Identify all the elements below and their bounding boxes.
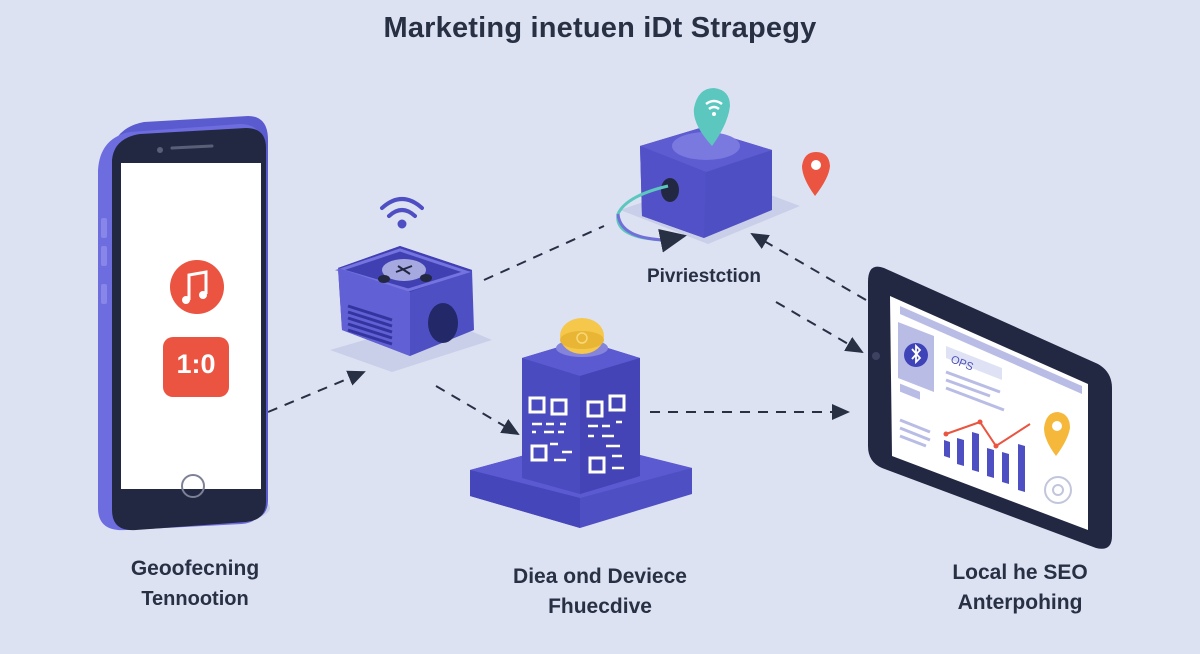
location-pin-icon: [1044, 412, 1070, 456]
label-geofencing: Geoofecning Tennootion: [80, 554, 310, 614]
label-local-seo-line2: Anterpohing: [957, 591, 1083, 614]
music-note-icon: [170, 260, 224, 314]
bluetooth-icon: [904, 343, 928, 367]
tablet-screen: [890, 296, 1088, 530]
label-data-device-line2: Fhuecdive: [548, 595, 652, 618]
arrow-hub-to-tablet: [775, 301, 864, 354]
label-hub: Pivriestction: [646, 266, 762, 287]
label-data-device-line1: Diea ond Deviece: [513, 565, 687, 588]
wifi-pin-icon: [693, 88, 730, 146]
beacon-device: [330, 197, 492, 372]
wifi-icon: [380, 197, 424, 229]
camera-lens: [428, 303, 458, 343]
speaker-grille: [347, 304, 393, 346]
arrow-beacon-to-qr: [435, 385, 520, 436]
gear-icon: [1044, 476, 1072, 504]
tablet-device: OPS: [868, 266, 1112, 549]
timer-badge: [163, 337, 229, 397]
page-title: Marketing inetuen iDt Strapegy: [383, 12, 817, 44]
coin-icon: [560, 318, 604, 354]
location-pin-icon: [802, 152, 830, 196]
phone-screen: [121, 163, 261, 489]
qr-code: [528, 394, 626, 474]
timer-badge-text: 1:0: [176, 349, 216, 379]
label-geofencing-line2: Tennootion: [141, 588, 249, 610]
smartphone-device: [98, 116, 270, 531]
arrow-beacon-to-hub: [483, 225, 605, 281]
label-local-seo: Local he SEO Anterpohing: [910, 558, 1130, 618]
arrow-phone-to-beacon: [267, 370, 366, 413]
arrow-tablet-to-hub: [750, 232, 867, 301]
connection-arrows: [267, 225, 867, 436]
hub-device: [616, 88, 830, 253]
label-data-device: Diea ond Deviece Fhuecdive: [470, 562, 730, 622]
phone-home-button: [181, 474, 205, 498]
label-geofencing-line1: Geoofecning: [130, 557, 260, 580]
qr-tower: [470, 318, 692, 528]
label-local-seo-line1: Local he SEO: [952, 561, 1088, 584]
bar-chart: [943, 419, 1031, 492]
